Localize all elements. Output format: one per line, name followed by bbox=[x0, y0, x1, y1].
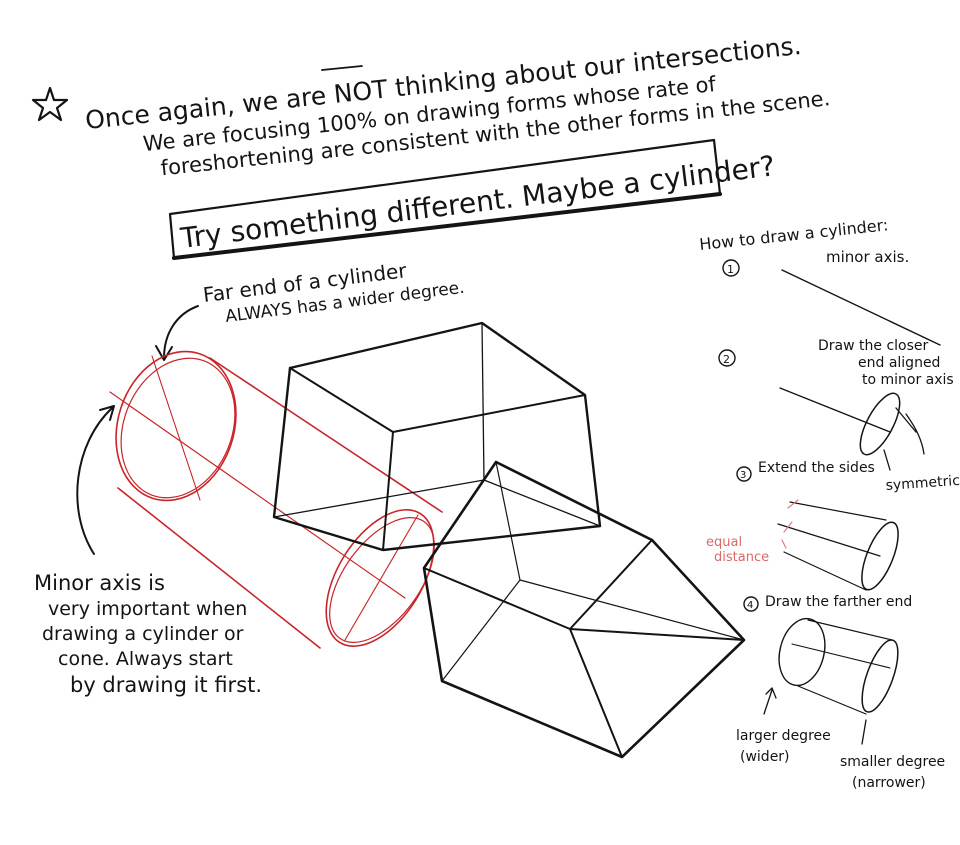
minor-line-5: by drawing it first. bbox=[70, 673, 262, 697]
howto-step-4: 4 Draw the farther end larger degree (wi… bbox=[736, 594, 945, 791]
minor-line-4: cone. Always start bbox=[58, 648, 233, 670]
step-2-near-ellipse bbox=[853, 388, 908, 460]
step-3-bottom-side bbox=[784, 552, 866, 590]
step-2-note: symmetrical bbox=[885, 472, 960, 494]
minor-line-3: drawing a cylinder or bbox=[42, 623, 244, 645]
box-upper bbox=[274, 323, 600, 550]
step-3-note-line-2: distance bbox=[714, 550, 769, 565]
step-4-number: 4 bbox=[747, 600, 753, 611]
step-2-line-2: end aligned bbox=[858, 355, 940, 371]
howto-panel: How to draw a cylinder: 1 minor axis. 2 … bbox=[698, 215, 960, 791]
step-4-top-side bbox=[808, 620, 892, 640]
box-upper-outline-bottom bbox=[274, 368, 600, 550]
larger-degree-line-1: larger degree bbox=[736, 728, 831, 744]
box-upper-outline-top bbox=[290, 323, 600, 526]
step-1-number: 1 bbox=[727, 263, 734, 276]
minor-axis-arrow bbox=[77, 408, 112, 554]
larger-degree-arrow bbox=[764, 688, 776, 714]
step-4-bottom-side bbox=[798, 686, 866, 714]
howto-step-3: 3 Extend the sides equal distance bbox=[706, 460, 906, 594]
larger-degree-line-2: (wider) bbox=[740, 749, 790, 765]
step-3-note-line-1: equal bbox=[706, 535, 742, 550]
step-3-distance-ticks bbox=[782, 500, 798, 548]
minor-line-1: Minor axis is bbox=[34, 571, 165, 595]
step-4-near-ellipse bbox=[855, 636, 905, 716]
cylinder-far-end-sketch bbox=[101, 341, 255, 515]
step-2-line-1: Draw the closer bbox=[818, 338, 929, 354]
cylinder-top-side bbox=[210, 358, 442, 512]
box-lower bbox=[424, 462, 744, 757]
step-3-number: 3 bbox=[740, 470, 746, 481]
box-lower-outline bbox=[424, 462, 744, 757]
minor-line-2: very important when bbox=[48, 598, 247, 620]
box-lower-face-edges bbox=[570, 629, 744, 757]
step-3-text: Extend the sides bbox=[758, 460, 875, 476]
far-end-diameter bbox=[152, 356, 200, 500]
not-underline bbox=[322, 66, 362, 70]
cylinder-minor-axis bbox=[110, 392, 405, 598]
box-upper-front-edge bbox=[290, 368, 585, 432]
howto-step-1: 1 minor axis. bbox=[723, 248, 940, 345]
step-3-axis-line bbox=[778, 524, 880, 556]
step-2-symmetry-marks bbox=[896, 408, 924, 454]
smaller-degree-line-2: (narrower) bbox=[852, 775, 926, 791]
star-icon bbox=[33, 88, 67, 120]
step-1-text: minor axis. bbox=[826, 248, 909, 266]
cylinder-near-end bbox=[304, 491, 456, 664]
box-lower-hidden-edges bbox=[442, 462, 744, 681]
step-2-line-3: to minor axis bbox=[862, 372, 954, 388]
step-3-top-side bbox=[790, 502, 886, 520]
box-upper-vertical-edge bbox=[383, 432, 393, 550]
smaller-degree-line-1: smaller degree bbox=[840, 754, 945, 770]
cylinder-far-end bbox=[97, 336, 254, 516]
step-4-text: Draw the farther end bbox=[765, 594, 912, 610]
far-end-label: Far end of a cylinder ALWAYS has a wider… bbox=[156, 258, 466, 360]
step-2-number: 2 bbox=[723, 353, 730, 366]
smaller-degree-arrow bbox=[862, 720, 866, 744]
near-end-diameter bbox=[345, 515, 418, 640]
step-1-axis-line bbox=[782, 270, 940, 345]
step-2-tick bbox=[884, 450, 890, 470]
